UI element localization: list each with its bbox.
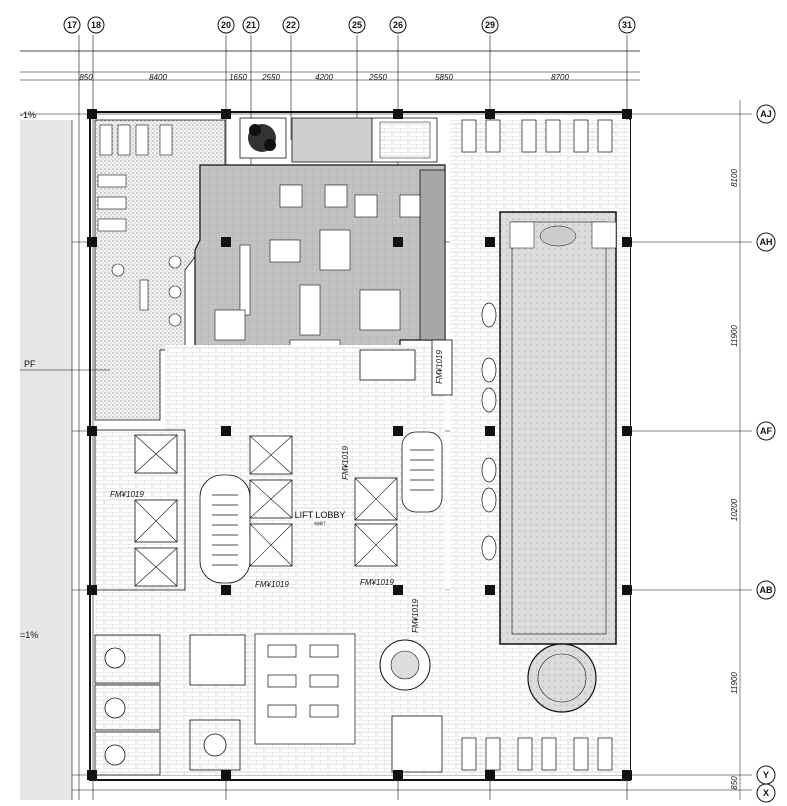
svg-text:11900: 11900	[730, 325, 739, 347]
slope-annotation-bottom: =1%	[20, 630, 38, 640]
svg-text:FM¥1019: FM¥1019	[360, 578, 394, 587]
grid-bubble-17: 17	[63, 16, 81, 34]
lift-cores	[94, 429, 443, 591]
pool-deck-chairs-bottom	[461, 737, 613, 771]
grid-bubble-AJ: AJ	[756, 104, 776, 124]
grid-bubbles-top: 17 18 20 21 22 25 26 29 31	[63, 16, 636, 34]
svg-text:1650: 1650	[229, 73, 247, 82]
grid-bubble-31: 31	[618, 16, 636, 34]
grid-bubble-21: 21	[242, 16, 260, 34]
gym-equipment	[97, 124, 182, 327]
svg-text:10200: 10200	[730, 498, 739, 521]
svg-text:20: 20	[221, 20, 231, 30]
grid-bubble-AB: AB	[756, 580, 776, 600]
round-feature	[379, 639, 431, 691]
svg-text:17: 17	[67, 20, 77, 30]
pool-steps	[509, 221, 617, 249]
svg-text:11900: 11900	[730, 672, 739, 694]
grid-bubble-AH: AH	[756, 232, 776, 252]
svg-text:FM¥1019: FM¥1019	[435, 350, 444, 384]
gym-area	[94, 119, 226, 421]
grid-bubble-Y: Y	[756, 765, 776, 785]
lift-lobby-label: LIFT LOBBY	[295, 510, 346, 520]
treatment-rooms	[94, 634, 246, 776]
grid-bubble-20: 20	[217, 16, 235, 34]
lounge-tables	[254, 633, 356, 745]
svg-text:X: X	[763, 788, 769, 798]
svg-text:8100: 8100	[730, 169, 739, 187]
svg-text:850: 850	[730, 776, 739, 790]
grid-bubble-AF: AF	[756, 421, 776, 441]
svg-text:5850: 5850	[435, 73, 453, 82]
grid-bubble-18: 18	[87, 16, 105, 34]
swimming-pool	[499, 211, 617, 645]
svg-text:FM¥1019: FM¥1019	[255, 580, 289, 589]
svg-text:8400: 8400	[149, 73, 167, 82]
grid-bubble-25: 25	[348, 16, 366, 34]
svg-text:FM¥1019: FM¥1019	[411, 599, 420, 633]
svg-text:29: 29	[485, 20, 495, 30]
garden-planter	[239, 117, 287, 159]
slope-annotation-top: -1%	[20, 110, 36, 120]
svg-text:8700: 8700	[551, 73, 569, 82]
svg-text:2550: 2550	[368, 73, 387, 82]
grid-bubbles-right: AJ AH AF AB Y X	[756, 104, 776, 803]
svg-text:21: 21	[246, 20, 256, 30]
svg-text:AB: AB	[760, 585, 773, 595]
svg-text:Y: Y	[763, 770, 769, 780]
left-exterior-strip	[20, 120, 72, 800]
structural-columns	[87, 109, 632, 780]
svg-text:22: 22	[286, 20, 296, 30]
svg-text:FM¥1019: FM¥1019	[110, 490, 144, 499]
svg-text:31: 31	[622, 20, 632, 30]
svg-text:26: 26	[393, 20, 403, 30]
grid-bubble-X: X	[756, 783, 776, 803]
grid-bubble-29: 29	[481, 16, 499, 34]
svg-text:AH: AH	[760, 237, 773, 247]
pool-loungers	[481, 302, 497, 561]
grid-bubble-22: 22	[282, 16, 300, 34]
pf-annotation: PF	[24, 359, 36, 369]
svg-text:AF: AF	[760, 426, 772, 436]
svg-text:4200: 4200	[315, 73, 333, 82]
grid-bubble-26: 26	[389, 16, 407, 34]
svg-text:25: 25	[352, 20, 362, 30]
svg-text:AJ: AJ	[760, 109, 772, 119]
top-dimensions: 850 8400 1650 2550 4200 2550 5850 8700	[20, 71, 640, 82]
pool-deck-chairs-top	[461, 119, 613, 153]
right-dimensions: 8100 11900 10200 11900 850	[730, 100, 741, 800]
svg-text:850: 850	[79, 73, 93, 82]
svg-text:18: 18	[91, 20, 101, 30]
svg-text:2550: 2550	[261, 73, 280, 82]
lift-lobby-label-cn: 电梯厅	[314, 520, 326, 526]
svg-text:FM¥1019: FM¥1019	[341, 446, 350, 480]
